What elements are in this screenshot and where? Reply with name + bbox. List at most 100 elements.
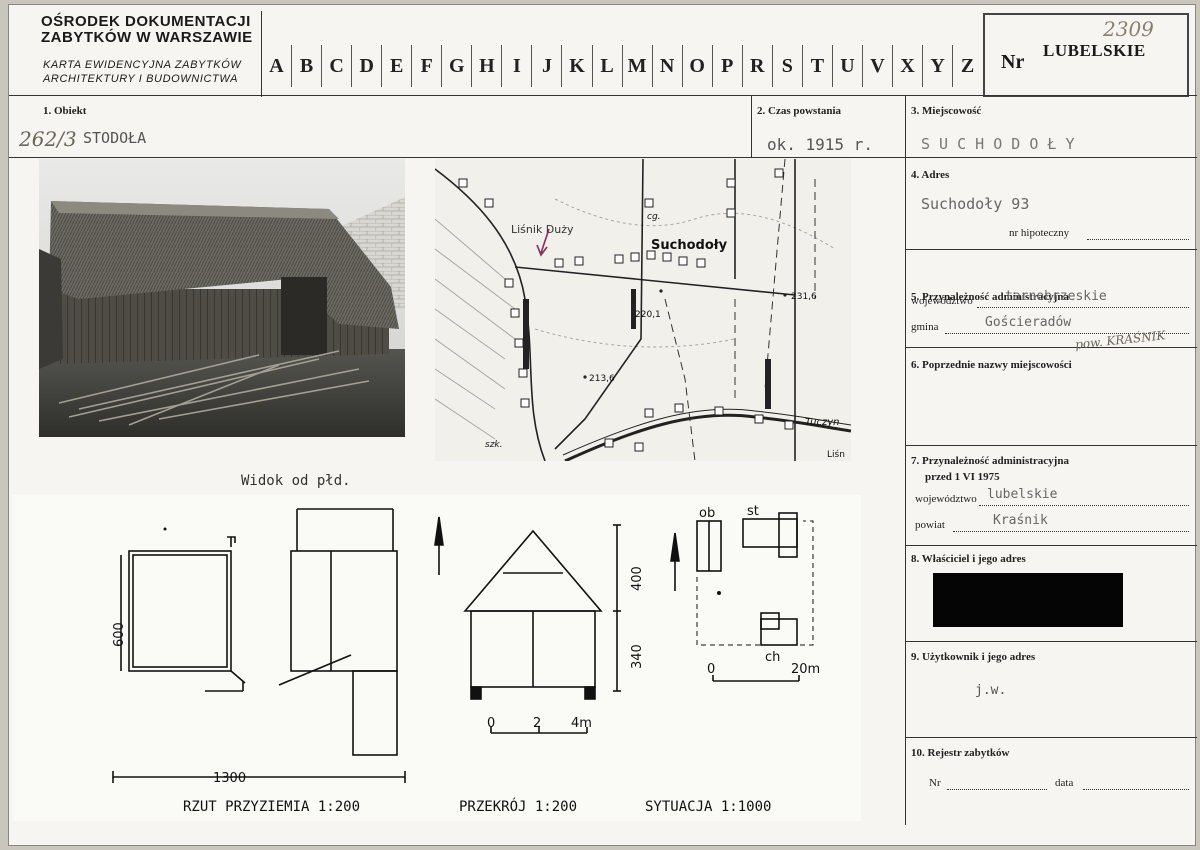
- user-label: 9. Użytkownik i jego adres: [911, 651, 1036, 663]
- voivodeship-heading: LUBELSKIE: [1043, 41, 1146, 60]
- mortgage-number-label: nr hipoteczny: [1009, 227, 1070, 239]
- commune-label: gmina: [911, 321, 939, 333]
- site-title: SYTUACJA 1:1000: [645, 799, 772, 815]
- date-value: ok. 1915 r.: [767, 135, 873, 154]
- plan-left-room: [128, 550, 232, 672]
- voivodeship-value: tarnobrzeskie: [1005, 289, 1107, 304]
- plan-title: RZUT PRZYZIEMIA 1:200: [183, 799, 361, 815]
- map-river-label: Tuczyn: [805, 417, 839, 428]
- plan-annex: [352, 670, 398, 756]
- redacted-owner-block: [933, 573, 1123, 627]
- index-letter-g: G: [442, 45, 473, 87]
- org-name-line2: ZABYTKÓW W WARSZAWIE: [41, 29, 253, 46]
- technical-drawings: 600 1300 400 340 0 2 4m 0 20m ob st ch: [13, 495, 861, 821]
- admin-before-label: 7. Przynależność administracyjna: [911, 455, 1069, 467]
- divider: [261, 11, 262, 97]
- divider: [9, 95, 1197, 96]
- divider: [9, 157, 905, 158]
- index-letter-y: Y: [923, 45, 954, 87]
- index-letter-p: P: [713, 45, 743, 87]
- index-letter-u: U: [833, 45, 863, 87]
- photo-caption: Widok od płd.: [241, 473, 351, 489]
- nr-label: Nr: [1001, 51, 1025, 73]
- map-edge-label: Liśn: [827, 449, 845, 460]
- object-number-handwritten: 262/3: [19, 127, 77, 151]
- index-letter-n: N: [653, 45, 683, 87]
- plan-right-room: [290, 550, 398, 672]
- card-type-line2: ARCHITEKTURY I BUDOWNICTWA: [43, 73, 239, 85]
- object-value: STODOŁA: [83, 129, 147, 147]
- location-map: Suchodoły Liśnik Duży 231,6 220,1 213,6 …: [435, 159, 851, 461]
- index-letter-d: D: [352, 45, 383, 87]
- index-letter-b: B: [292, 45, 323, 87]
- admin-label: 5. Przynależność administracyjna: [911, 291, 1069, 303]
- voivodeship-before-label: województwo: [915, 493, 977, 505]
- register-date-label: data: [1055, 777, 1074, 789]
- map-height-3: 213,6: [589, 374, 615, 384]
- date-label: 2. Czas powstania: [757, 105, 842, 117]
- divider: [751, 95, 752, 157]
- previous-names-label: 6. Poprzednie nazwy miejscowości: [911, 359, 1072, 371]
- location-map-image: Suchodoły Liśnik Duży 231,6 220,1 213,6 …: [435, 159, 851, 461]
- map-cemetery-label: cg.: [647, 212, 661, 222]
- index-letter-i: I: [502, 45, 533, 87]
- scale-section-0: 0: [487, 716, 495, 731]
- dim-wall: 340: [630, 644, 645, 669]
- admin-before-date: przed 1 VI 1975: [925, 471, 1000, 483]
- org-name-line1: OŚRODEK DOKUMENTACJI: [41, 13, 251, 30]
- index-letter-h: H: [472, 45, 503, 87]
- map-place-label: Suchodoły: [651, 238, 728, 253]
- district-label: powiat: [915, 519, 945, 531]
- divider: [905, 641, 1197, 642]
- divider: [905, 95, 906, 825]
- scale-site-20: 20m: [791, 662, 820, 677]
- map-hamlet-label: Liśnik Duży: [511, 223, 574, 236]
- commune-value: Gościeradów: [985, 315, 1072, 330]
- dotted-line: [947, 789, 1047, 790]
- locality-label: 3. Miejscowość: [911, 105, 982, 117]
- dotted-line: [1087, 239, 1189, 240]
- scale-section-2: 2: [533, 716, 541, 731]
- index-letter-o: O: [683, 45, 713, 87]
- barn-photo: [39, 159, 405, 437]
- inventory-card: OŚRODEK DOKUMENTACJI ZABYTKÓW W WARSZAWI…: [8, 4, 1197, 846]
- voivodeship-before-value: lubelskie: [987, 487, 1058, 502]
- index-letter-a: A: [262, 45, 293, 87]
- index-letter-c: C: [322, 45, 353, 87]
- divider: [905, 545, 1197, 546]
- address-value: Suchodoły 93: [921, 195, 1030, 213]
- dotted-line: [953, 531, 1189, 532]
- index-letter-j: J: [532, 45, 563, 87]
- divider: [905, 249, 1197, 250]
- index-letter-r: R: [743, 45, 773, 87]
- index-letter-v: V: [863, 45, 893, 87]
- user-value: j.w.: [975, 683, 1007, 698]
- map-height-2: 220,1: [635, 310, 661, 320]
- divider: [905, 347, 1197, 348]
- scale-section-4: 4m: [571, 716, 592, 731]
- site-label-st: st: [747, 504, 759, 519]
- location-arrow: [536, 228, 550, 257]
- index-letter-x: X: [893, 45, 924, 87]
- dotted-line: [977, 307, 1189, 308]
- index-letter-s: S: [773, 45, 803, 87]
- scale-site-0: 0: [707, 662, 715, 677]
- site-label-ob: ob: [699, 506, 715, 521]
- number-box: Nr LUBELSKIE 2309: [983, 13, 1189, 97]
- card-type-line1: KARTA EWIDENCYJNA ZABYTKÓW: [43, 59, 242, 71]
- index-letter-m: M: [623, 45, 653, 87]
- divider: [905, 157, 1197, 158]
- dim-depth: 600: [112, 622, 127, 647]
- owner-label: 8. Właściciel i jego adres: [911, 553, 1026, 565]
- section-title: PRZEKRÓJ 1:200: [459, 799, 578, 815]
- dotted-line: [945, 333, 1189, 334]
- register-label: 10. Rejestr zabytków: [911, 747, 1010, 759]
- map-height-1: 231,6: [791, 292, 817, 302]
- index-letter-z: Z: [960, 55, 975, 77]
- card-number-handwritten: 2309: [1103, 17, 1154, 41]
- register-nr-label: Nr: [929, 777, 941, 789]
- county-note-handwritten: pow. KRAŚNIK: [1074, 328, 1166, 352]
- address-label: 4. Adres: [911, 169, 950, 181]
- voivodeship-label: województwo: [911, 295, 973, 307]
